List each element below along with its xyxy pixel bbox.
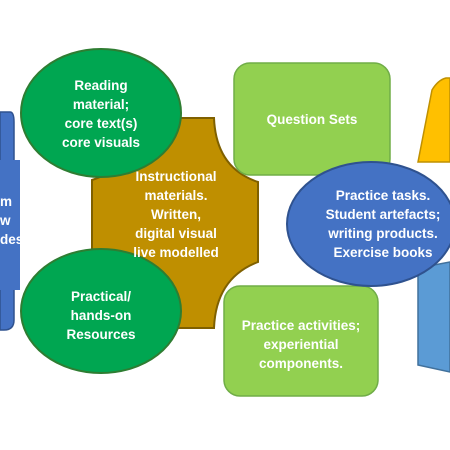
question-sets-label: Question Sets [266, 111, 358, 127]
left-partial-label: m w des [0, 193, 24, 247]
practice-activities-box [223, 285, 379, 397]
right-bottom-partial-shape [417, 261, 450, 373]
practical-resources-circle [20, 248, 182, 374]
practice-tasks-label: Practice tasks. Student artefacts; writi… [325, 188, 441, 260]
practice-tasks-ellipse [286, 161, 450, 287]
instructional-materials-label: Instructional materials. Written, digita… [133, 168, 219, 260]
reading-material-label: Reading material; core text(s) core visu… [61, 78, 141, 150]
practice-activities-label: Practice activities; experiential compon… [241, 317, 361, 371]
left-partial-body [0, 160, 20, 290]
practical-resources-label: Practical/ hands-on Resources [66, 288, 136, 342]
question-sets-box [233, 62, 391, 176]
reading-material-circle [20, 48, 182, 178]
right-top-partial-shape [417, 77, 450, 163]
